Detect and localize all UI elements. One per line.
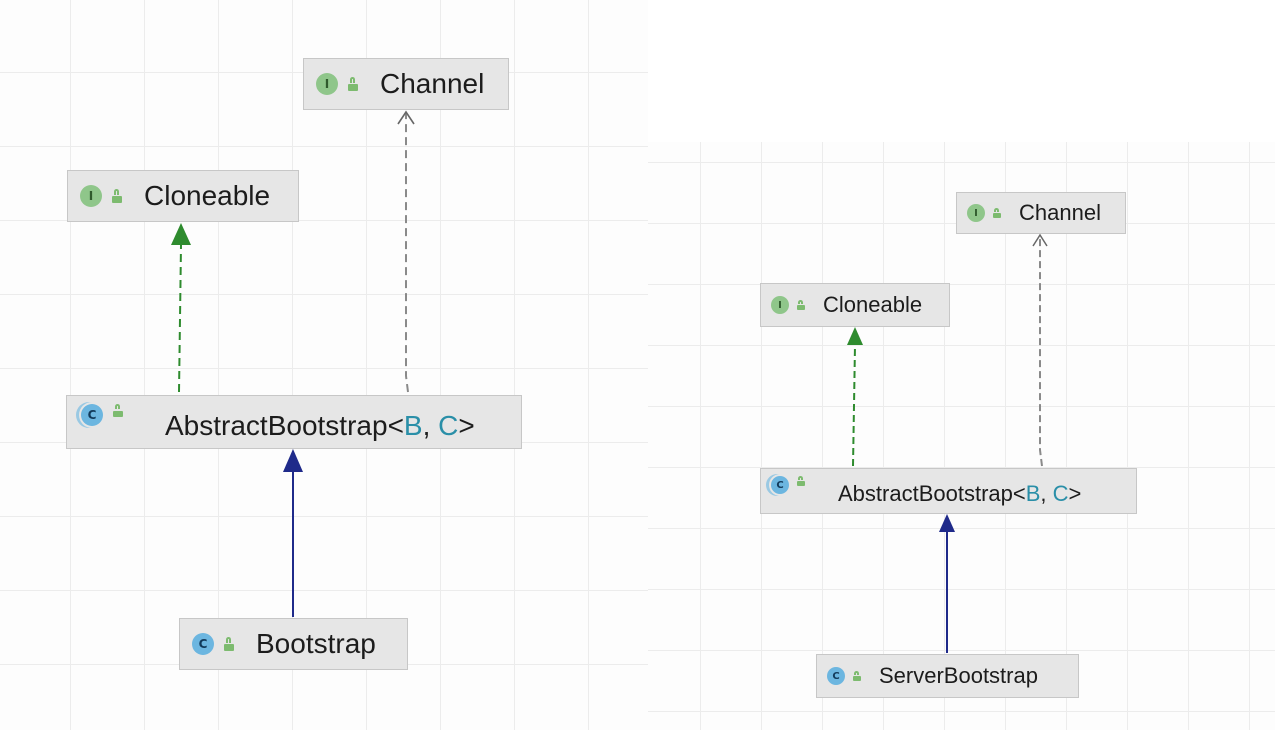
class-node-label: Channel bbox=[1019, 200, 1101, 225]
class-node-abstract-bootstrap[interactable]: C AbstractBootstrap<B, C> bbox=[66, 395, 522, 449]
public-lock-icon bbox=[348, 77, 358, 91]
public-lock-icon bbox=[853, 670, 861, 681]
class-node-abstract-bootstrap[interactable]: C AbstractBootstrap<B, C> bbox=[760, 468, 1137, 514]
class-node-label: AbstractBootstrap<B, C> bbox=[165, 410, 475, 441]
class-node-server-bootstrap[interactable]: C ServerBootstrap bbox=[816, 654, 1079, 698]
class-node-label: AbstractBootstrap<B, C> bbox=[838, 481, 1082, 506]
abstract-class-badge-icon: C bbox=[81, 404, 103, 426]
class-node-label: Cloneable bbox=[144, 180, 271, 211]
abstract-class-badge-icon: C bbox=[771, 476, 789, 494]
diagram-canvas-left bbox=[0, 0, 648, 730]
class-node-bootstrap[interactable]: C Bootstrap bbox=[179, 618, 408, 670]
public-lock-icon bbox=[797, 299, 805, 310]
class-badge-icon: C bbox=[827, 667, 845, 685]
public-lock-icon bbox=[112, 189, 122, 203]
public-lock-icon bbox=[797, 475, 805, 486]
class-badge-icon: C bbox=[192, 633, 214, 655]
class-node-channel[interactable]: I Channel bbox=[956, 192, 1126, 234]
interface-badge-icon: I bbox=[80, 185, 102, 207]
public-lock-icon bbox=[993, 207, 1001, 218]
interface-badge-icon: I bbox=[771, 296, 789, 314]
class-node-cloneable[interactable]: I Cloneable bbox=[760, 283, 950, 327]
public-lock-icon bbox=[224, 637, 234, 651]
class-node-label: Bootstrap bbox=[256, 628, 376, 659]
public-lock-icon bbox=[113, 403, 123, 417]
interface-badge-icon: I bbox=[967, 204, 985, 222]
class-node-label: ServerBootstrap bbox=[879, 663, 1038, 688]
interface-badge-icon: I bbox=[316, 73, 338, 95]
diagram-canvas-right bbox=[648, 142, 1275, 730]
class-node-cloneable[interactable]: I Cloneable bbox=[67, 170, 299, 222]
class-node-label: Cloneable bbox=[823, 292, 923, 317]
class-node-label: Channel bbox=[380, 68, 485, 99]
class-node-channel[interactable]: I Channel bbox=[303, 58, 509, 110]
